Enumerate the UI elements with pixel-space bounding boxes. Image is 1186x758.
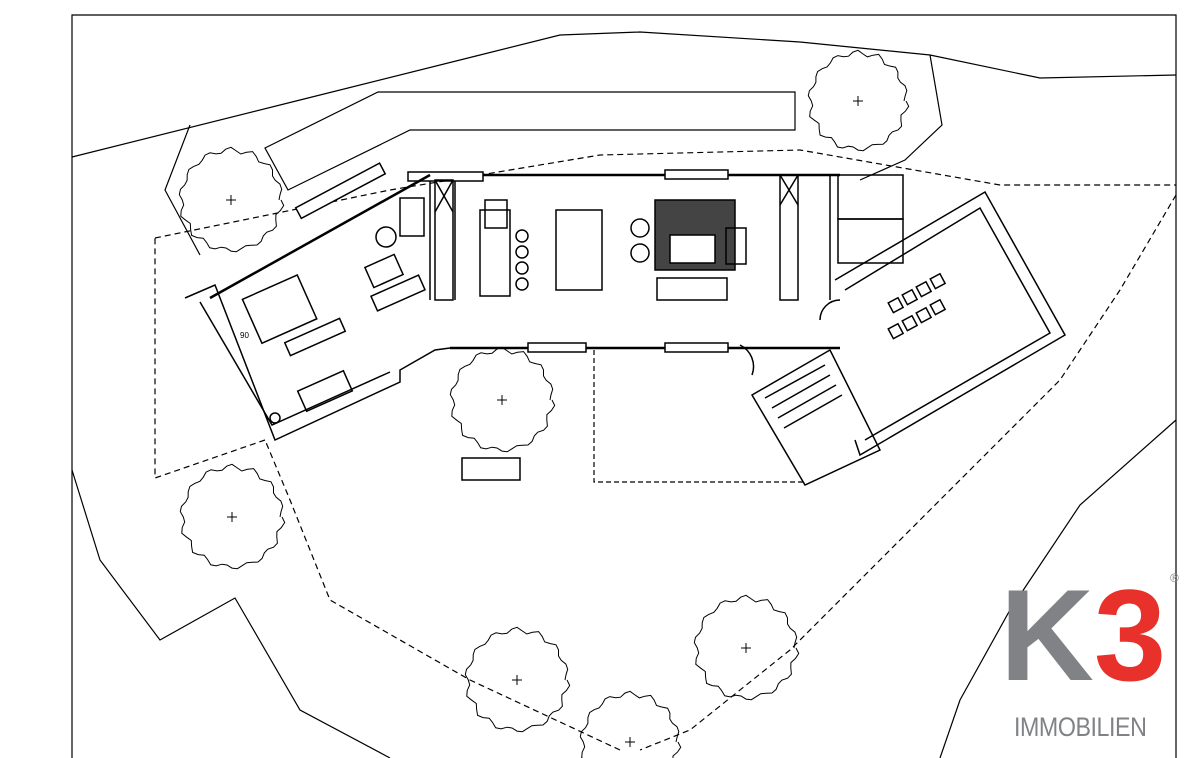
registered-mark: ® — [1170, 571, 1179, 585]
chair-icon — [929, 272, 947, 290]
tree-icon — [579, 690, 682, 758]
chair-icon — [901, 288, 919, 306]
terrain-lines — [71, 31, 1177, 758]
tree-icon — [807, 49, 910, 152]
tree-icon — [464, 626, 571, 733]
chair-icon — [887, 322, 905, 340]
office-wing — [750, 190, 1067, 486]
chair-icon — [887, 296, 905, 314]
bedroom-wing: 90 — [184, 162, 451, 442]
dimension-label: 90 — [240, 331, 249, 340]
tree-icon — [693, 594, 800, 701]
main-building — [399, 169, 904, 376]
k3-immobilien-logo: K3 ® IMMOBILIEN — [1000, 570, 1186, 748]
logo-tagline: IMMOBILIEN — [1014, 712, 1147, 742]
tree-icon — [178, 146, 285, 253]
tree-icon — [179, 463, 286, 570]
logo-letter-k: K — [1000, 562, 1094, 708]
property-line — [154, 149, 1177, 751]
driveway — [264, 91, 796, 191]
garden-bench — [461, 457, 521, 481]
chair-icon — [915, 306, 933, 324]
trees — [178, 49, 910, 758]
drawing-frame — [71, 14, 1177, 758]
tree-icon — [449, 346, 556, 453]
terrace-outline — [593, 350, 805, 483]
chair-icon — [915, 280, 933, 298]
chair-icon — [901, 314, 919, 332]
logo-digit-3: 3 — [1093, 562, 1167, 708]
chair-icon — [929, 298, 947, 316]
